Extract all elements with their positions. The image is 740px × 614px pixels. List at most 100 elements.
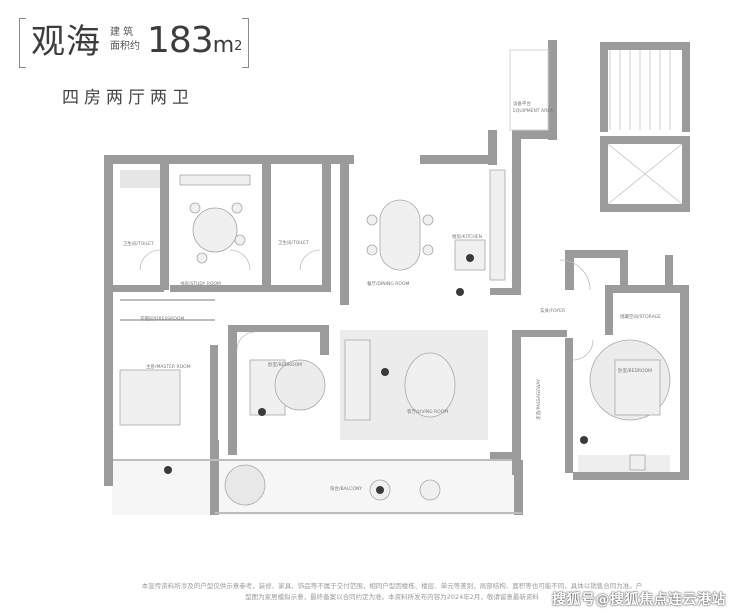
furniture: [119, 169, 671, 506]
wall-study-bottom: [170, 285, 265, 292]
study-chair-1: [189, 202, 201, 214]
kitchen-counter: [489, 169, 506, 281]
person-balcony: [376, 486, 384, 494]
balcony-floor: [112, 460, 522, 515]
label-master: 主卧/MASTER ROOM: [146, 363, 191, 370]
wall-top-left: [104, 155, 354, 164]
dining-chair-1: [366, 214, 378, 226]
bedroom-right-bed: [614, 359, 661, 416]
balcony-plants: [224, 464, 266, 506]
area-value-group: 183m2: [147, 20, 242, 67]
wall-stair-right: [682, 42, 690, 132]
wall-stair-top: [600, 42, 690, 50]
wall-bath-bottom: [104, 285, 164, 292]
title-bracket-left: [19, 18, 26, 68]
area-unit: m: [212, 33, 235, 58]
label-balcony: 阳台/BALCONY: [330, 485, 362, 492]
bedroom-right-desk: [629, 454, 646, 471]
wall-dining-left: [340, 155, 349, 305]
balcony-chair-2: [419, 479, 441, 501]
disclaimer-line-1: 本宣传资料所涉及的户型仅供示意参考，装修、家具、饰品等不属于交付范围，相同户型因…: [141, 582, 643, 590]
wall-master-right: [210, 345, 218, 450]
area-label-line2: 面积约: [110, 41, 140, 52]
study-table: [192, 207, 238, 253]
wall-bottom-left-cap: [104, 478, 113, 486]
label-bath-mid: 卫生间/TOILET: [278, 239, 309, 246]
study-chair-2: [231, 202, 243, 214]
wall-dress-top: [104, 292, 113, 302]
wall-lift-bottom: [600, 204, 690, 212]
wall-corridor-left: [512, 330, 521, 475]
layout-type: 四房两厅两卫: [62, 88, 194, 108]
wall-top-step: [488, 130, 497, 165]
wall-equip-bottom: [512, 130, 557, 139]
dining-chair-3: [422, 214, 434, 226]
wall-balcony-right: [514, 460, 523, 515]
person-kitchen: [466, 254, 474, 262]
wall-bath-mid-bottom: [271, 285, 331, 292]
wall-foyer-right: [665, 255, 673, 285]
wall-equip-left: [548, 40, 557, 140]
room-labels: 设备平台 EQUIPMENT AREA 卫生间/TOILET 书房/STUDY …: [123, 100, 661, 492]
person-bedroom-right: [580, 436, 588, 444]
wall-foyer-left: [565, 250, 574, 290]
wall-left: [104, 155, 113, 485]
bathtub: [120, 170, 160, 188]
bedroom-mid-rug: [274, 359, 326, 411]
view-label: 观海: [31, 22, 101, 62]
label-bath-left: 卫生间/TOILET: [123, 240, 154, 247]
area-exponent: 2: [234, 39, 242, 54]
people: [164, 254, 588, 494]
label-bedroom-right: 卧室/BEDROOM: [618, 367, 652, 374]
wall-bed-mid-top: [228, 325, 328, 332]
wall-bed-mid-left: [228, 325, 237, 455]
dining-table: [379, 199, 421, 271]
wall-lift-top: [600, 136, 690, 144]
wall-foyer-top: [565, 250, 625, 258]
label-equipment-en: EQUIPMENT AREA: [513, 108, 554, 114]
label-bedroom-mid: 卧室/BEDROOM: [268, 361, 302, 368]
study-chair-3: [234, 234, 246, 246]
coffee-table: [404, 352, 456, 418]
label-cloakroom-right: 储藏空间/STORAGE: [620, 313, 661, 320]
study-shelf: [179, 174, 251, 186]
wall-corridor-bottom: [490, 452, 520, 460]
wall-right: [680, 285, 689, 480]
wall-right-top: [605, 285, 685, 293]
door-entry: [559, 259, 591, 291]
area-value: 183: [147, 20, 214, 61]
label-dining: 餐厅/DINING ROOM: [367, 280, 409, 287]
wall-bath-mid-right: [322, 155, 331, 292]
wall-study-right: [262, 155, 271, 292]
label-foyer: 玄关/FOYER: [540, 307, 565, 314]
stair-treads: [609, 50, 671, 130]
wall-bath-study: [160, 155, 169, 290]
doors: [139, 249, 594, 361]
label-study: 书房/STUDY ROOM: [180, 280, 221, 287]
study-chair-4: [196, 252, 208, 264]
wall-storage-left: [605, 285, 613, 335]
sofa: [344, 339, 371, 421]
wall-bed-mid-right-top: [320, 325, 329, 355]
area-label-line1: 建 筑: [110, 27, 134, 38]
door-study: [229, 249, 251, 271]
light-partitions: [113, 49, 683, 514]
watermark: 搜狐号@搜狐焦点连云港站: [552, 592, 726, 608]
wall-lift-left: [600, 136, 608, 211]
label-equipment: 设备平台: [513, 100, 531, 107]
wall-kitchen-bottom: [490, 288, 520, 295]
door-bedroom-mid: [236, 331, 256, 351]
person-living: [381, 368, 389, 376]
wall-bottom-right: [573, 472, 688, 480]
area-label: 建 筑 面积约: [110, 26, 144, 54]
door-bedroom-right: [572, 339, 594, 361]
dining-chair-2: [366, 244, 378, 256]
wall-kitchen-right: [512, 130, 521, 295]
lift-shaft: [607, 143, 683, 205]
wall-lift-right: [682, 136, 690, 211]
wall-balcony-left: [210, 440, 219, 515]
wall-corridor-top: [512, 330, 567, 337]
label-kitchen: 厨房/KITCHEN: [452, 233, 482, 240]
label-living: 客厅/LIVING ROOM: [407, 408, 448, 415]
